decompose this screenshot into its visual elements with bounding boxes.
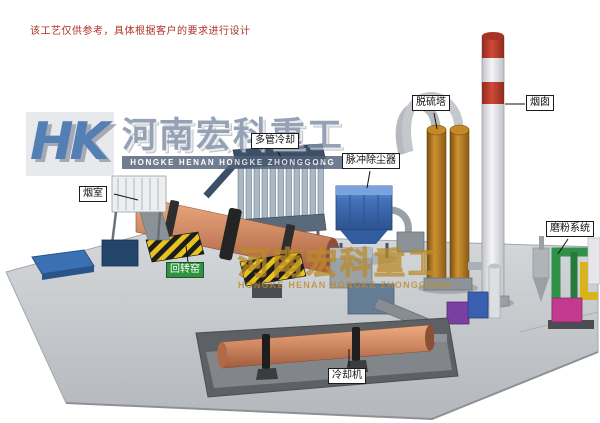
foundation-pad <box>31 249 95 280</box>
kiln-hood <box>329 247 501 333</box>
rotary-kiln <box>135 195 340 298</box>
label-smoke-chamber: 烟室 <box>79 186 107 202</box>
induced-fan <box>391 206 425 253</box>
label-desulfurization-tower: 脱硫塔 <box>412 95 450 111</box>
label-rotary-kiln: 回转窑 <box>166 262 204 278</box>
label-chimney: 烟囱 <box>526 95 554 111</box>
grinding-system <box>532 236 600 329</box>
label-multi-tube-cooler: 多管冷却 <box>251 133 299 149</box>
disclaimer-text: 该工艺仅供参考，具体根据客户的要求进行设计 <box>30 26 251 37</box>
label-pulse-dust-collector: 脉冲除尘器 <box>342 153 400 169</box>
label-cooling-machine: 冷却机 <box>328 368 366 384</box>
label-grinding-system: 磨粉系统 <box>546 221 594 237</box>
smoke-chamber <box>101 175 171 267</box>
